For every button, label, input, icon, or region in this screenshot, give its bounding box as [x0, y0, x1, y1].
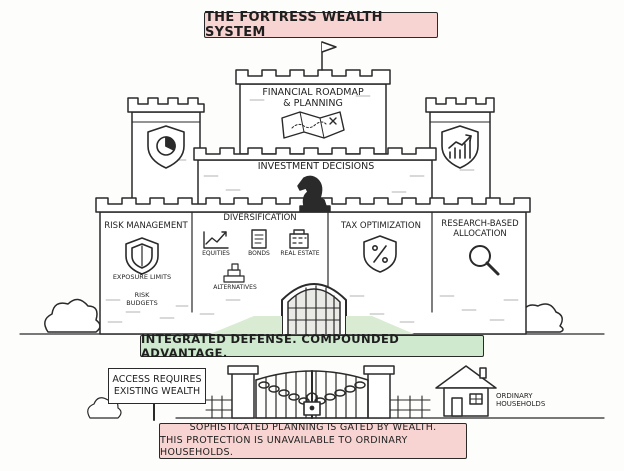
risk-management-title: RISK MANAGEMENT — [104, 221, 188, 231]
bonds-label: BONDS — [248, 250, 270, 257]
gated-wealth-banner: SOPHISTICATED PLANNING IS GATED BY WEALT… — [159, 421, 467, 459]
keep-label: FINANCIAL ROADMAP & PLANNING — [250, 87, 376, 110]
line-chart-icon — [203, 231, 229, 249]
research-allocation-title: RESEARCH-BASED ALLOCATION — [436, 219, 524, 240]
padlock-icon — [303, 392, 321, 416]
building-icon — [289, 229, 309, 249]
chart-shield-icon — [441, 125, 479, 169]
pie-shield-icon — [147, 125, 185, 169]
house-icon — [435, 365, 497, 417]
page-title: THE FORTRESS WEALTH SYSTEM — [205, 10, 383, 40]
flag-icon — [321, 41, 337, 71]
alternatives-icon — [223, 263, 245, 283]
title-banner: THE FORTRESS WEALTH SYSTEM — [204, 10, 438, 40]
chain-icon — [258, 381, 366, 405]
house-label-line2: HOUSEHOLDS — [496, 400, 546, 409]
knight-chess-icon — [297, 175, 331, 212]
real-estate-label: REAL ESTATE — [280, 250, 320, 257]
risk-budgets-label: RISK BUDGETS — [126, 291, 158, 307]
exposure-limits-label: EXPOSURE LIMITS — [112, 273, 172, 281]
alternatives-label: ALTERNATIVES — [213, 284, 257, 291]
keep-label-line1: FINANCIAL ROADMAP — [262, 87, 364, 98]
brick-texture-front — [105, 295, 519, 323]
tax-optimization-title: TAX OPTIMIZATION — [341, 221, 421, 231]
magnifier-icon — [469, 245, 500, 276]
keep-tower — [235, 69, 391, 155]
footer-line1: SOPHISTICATED PLANNING IS GATED BY WEALT… — [189, 421, 437, 433]
integrated-defense-text: INTEGRATED DEFENSE. COMPOUNDED ADVANTAGE… — [141, 332, 400, 360]
shield-icon — [125, 237, 159, 275]
castle-gate — [281, 283, 347, 335]
investment-decisions-label: INVESTMENT DECISIONS — [257, 161, 375, 172]
house-label-line1: ORDINARY — [496, 392, 533, 400]
sign-line1: ACCESS REQUIRES — [112, 373, 202, 385]
diversification-title: DIVERSIFICATION — [223, 213, 297, 223]
footer-line2: THIS PROTECTION IS UNAVAILABLE TO ORDINA… — [160, 434, 408, 459]
bush-left — [44, 298, 101, 333]
integrated-defense-banner: INTEGRATED DEFENSE. COMPOUNDED ADVANTAGE… — [140, 332, 484, 360]
lawn — [210, 316, 414, 334]
sign-line2: EXISTING WEALTH — [113, 386, 201, 397]
access-sign: ACCESS REQUIRES EXISTING WEALTH — [108, 368, 206, 404]
percent-icon — [363, 235, 397, 273]
keep-label-line2: & PLANNING — [283, 97, 343, 109]
research-title-line2: ALLOCATION — [453, 228, 507, 239]
equities-label: EQUITIES — [202, 250, 230, 257]
ordinary-households-label: ORDINARY HOUSEHOLDS — [496, 392, 566, 408]
research-title-line1: RESEARCH-BASED — [441, 219, 519, 229]
document-icon — [251, 229, 267, 249]
map-icon — [281, 111, 345, 139]
